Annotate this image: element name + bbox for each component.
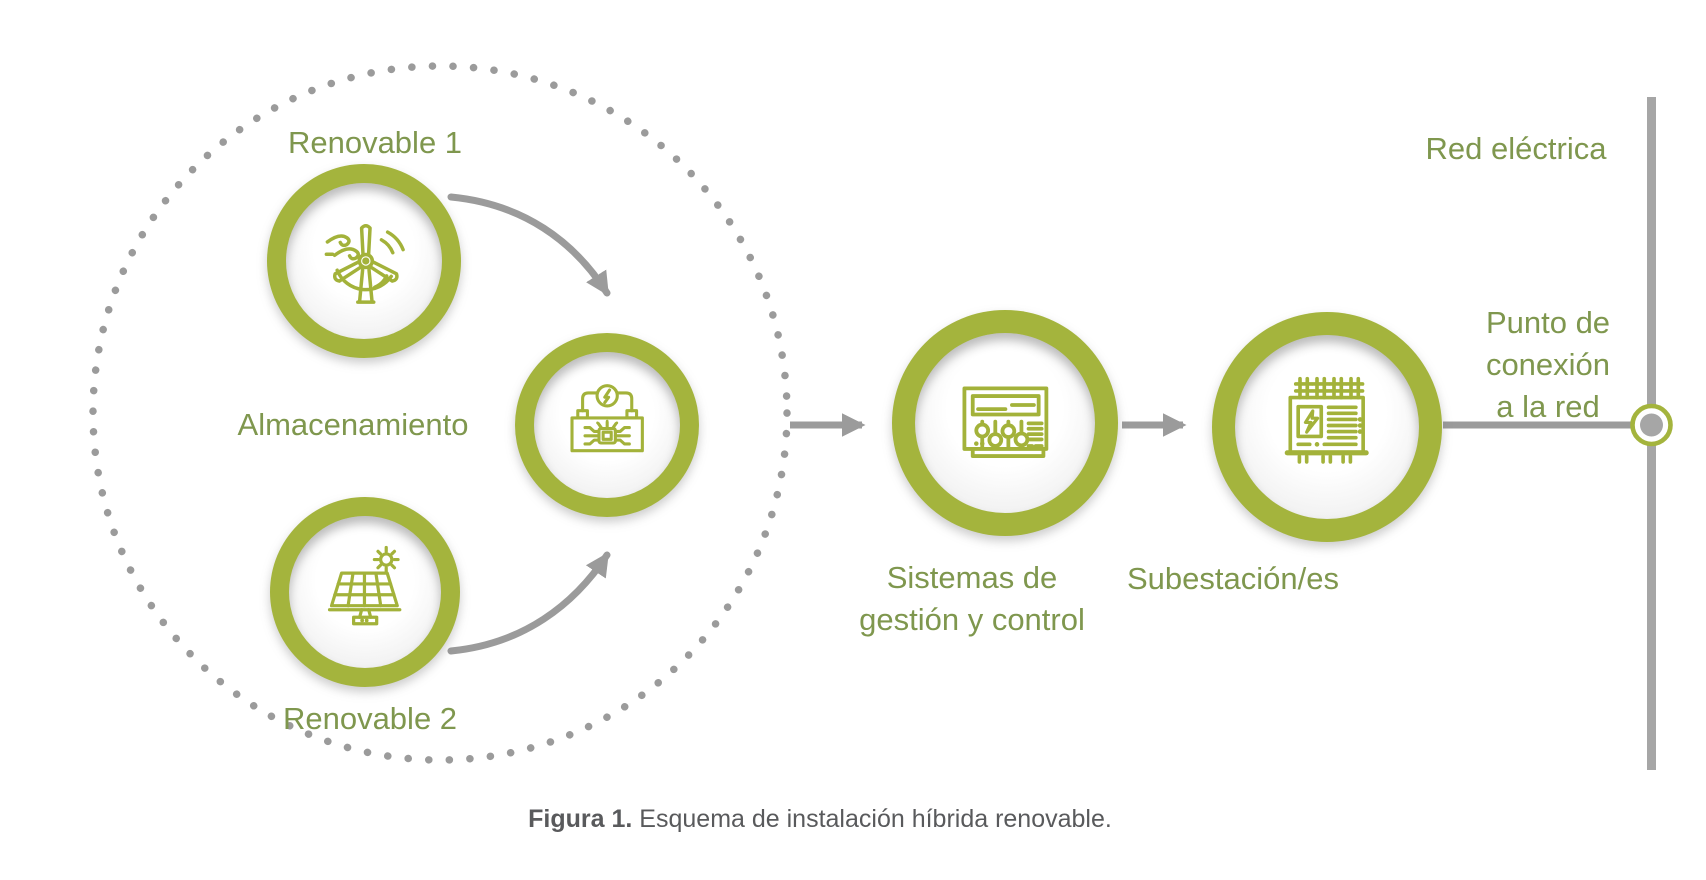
label-storage: Almacenamiento xyxy=(237,407,469,442)
label-grid: Red eléctrica xyxy=(1425,131,1607,166)
node-renewable1-disc xyxy=(286,183,442,339)
label-connection-point: Punto de conexión a la red xyxy=(1485,305,1611,425)
label-substation: Subestación/es xyxy=(1127,561,1339,596)
figure-caption-text: Esquema de instalación híbrida renovable… xyxy=(639,805,1112,833)
node-substation-disc xyxy=(1235,335,1419,519)
node-control xyxy=(892,310,1118,536)
label-control: Sistemas de gestión y control xyxy=(859,560,1085,638)
node-renewable2-disc xyxy=(289,516,441,668)
wind-turbine-icon xyxy=(324,223,405,304)
control-panel-icon xyxy=(962,386,1048,458)
node-substation xyxy=(1212,312,1442,542)
grid-connection-dot xyxy=(1640,413,1663,437)
label-renewable2: Renovable 2 xyxy=(282,701,458,736)
node-renewable1 xyxy=(267,164,461,358)
battery-storage-icon xyxy=(570,383,644,453)
node-renewable2 xyxy=(270,497,460,687)
arrow-renewable1-to-storage xyxy=(447,193,611,297)
figure-caption-number: Figura 1. xyxy=(528,805,633,833)
node-storage xyxy=(515,333,699,517)
node-storage-disc xyxy=(534,352,680,498)
arrow-renewable2-to-storage xyxy=(447,551,611,655)
figure-caption: Figura 1. Esquema de instalación híbrida… xyxy=(528,805,1112,834)
label-renewable1: Renovable 1 xyxy=(287,125,463,160)
hybrid-boundary-dotted-circle xyxy=(89,62,791,764)
solar-panel-icon xyxy=(327,545,402,626)
node-control-disc xyxy=(915,333,1095,513)
transformer-icon xyxy=(1284,377,1370,465)
